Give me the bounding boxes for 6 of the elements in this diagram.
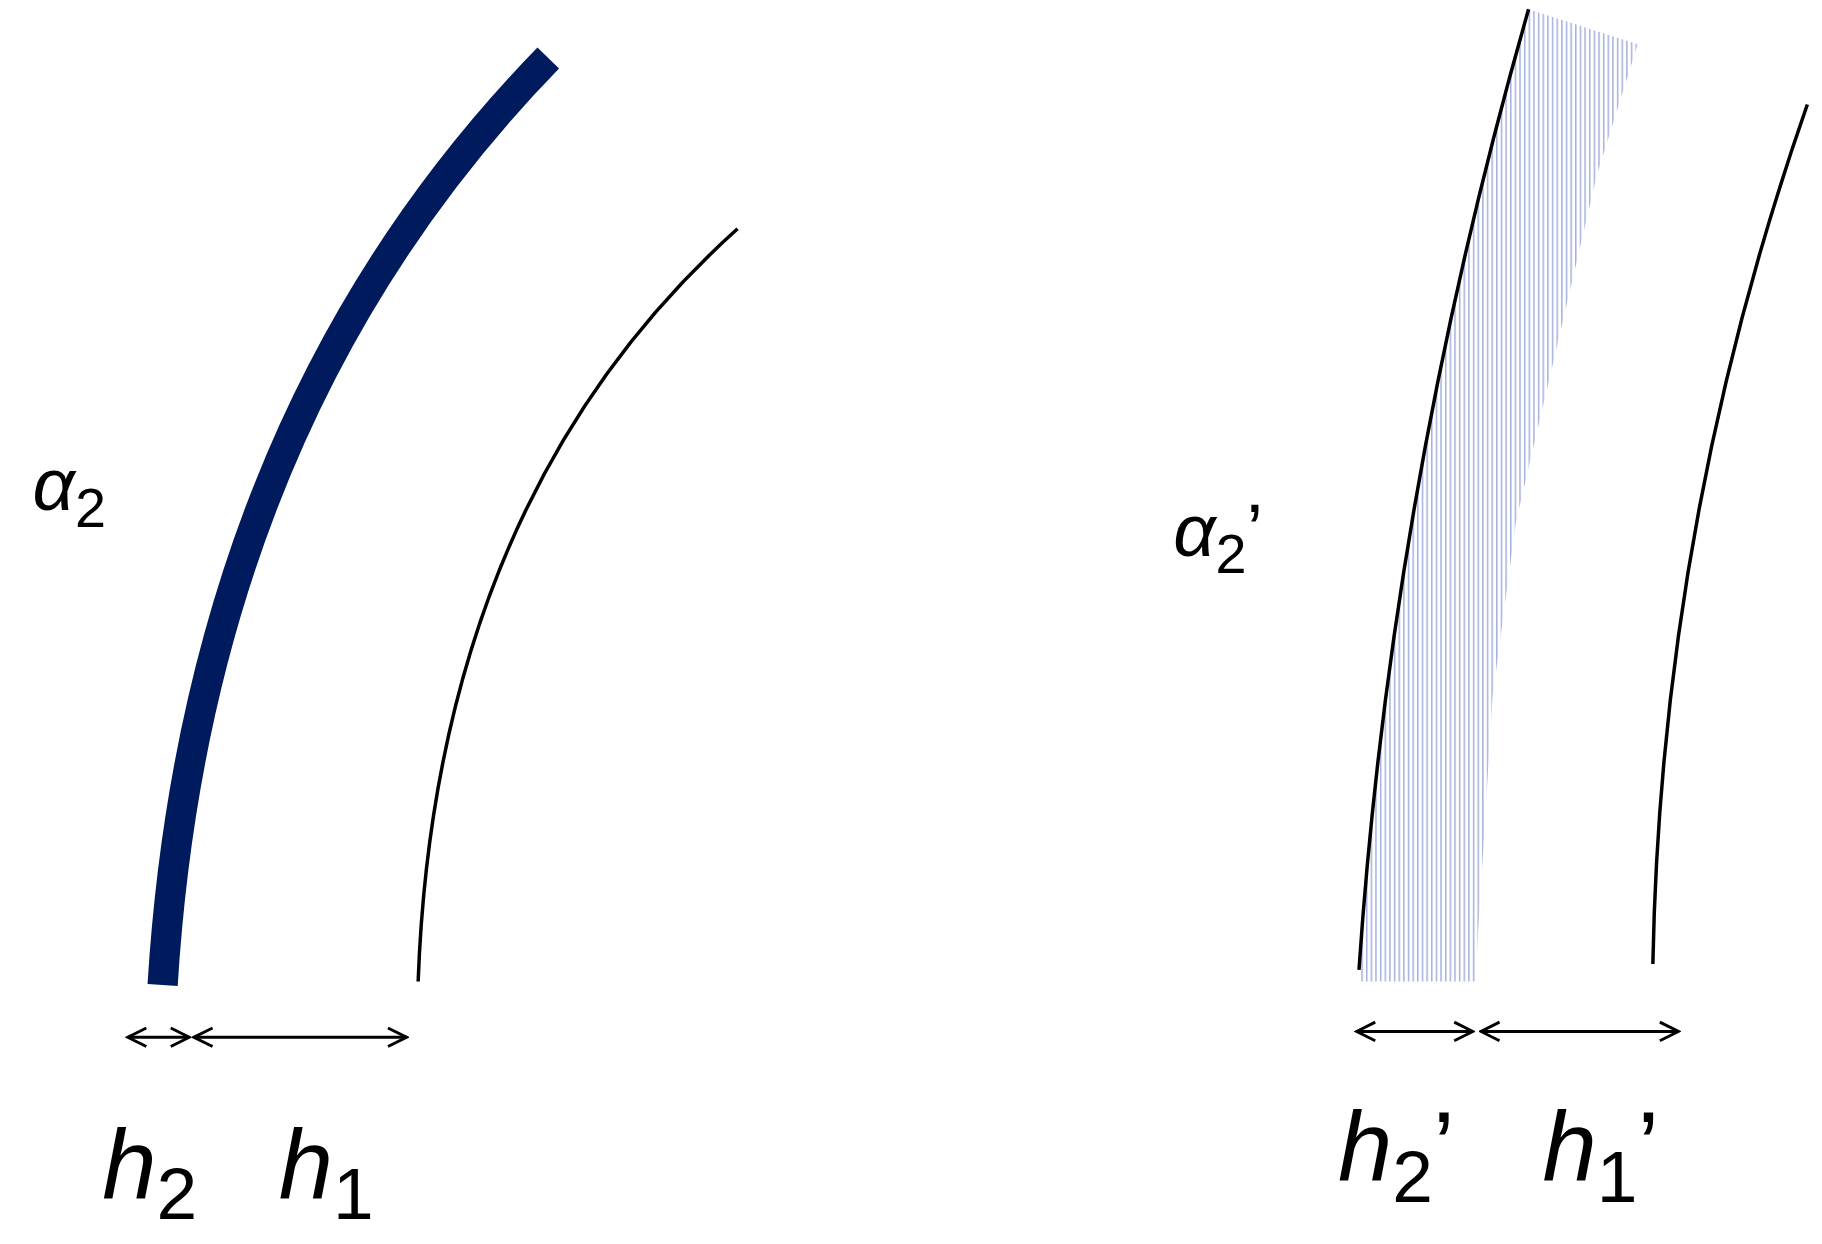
thickness-label: h$_{1}$’: [1542, 1097, 1660, 1214]
thickness-label: h$_{1}$: [278, 1115, 374, 1232]
angle-label: α$_{2}$: [32, 447, 106, 536]
thickness-label: h$_{2}$: [102, 1115, 198, 1232]
thickness-label: h$_{2}$’: [1338, 1097, 1455, 1214]
angle-label: α$_{2}$’: [1173, 493, 1264, 583]
